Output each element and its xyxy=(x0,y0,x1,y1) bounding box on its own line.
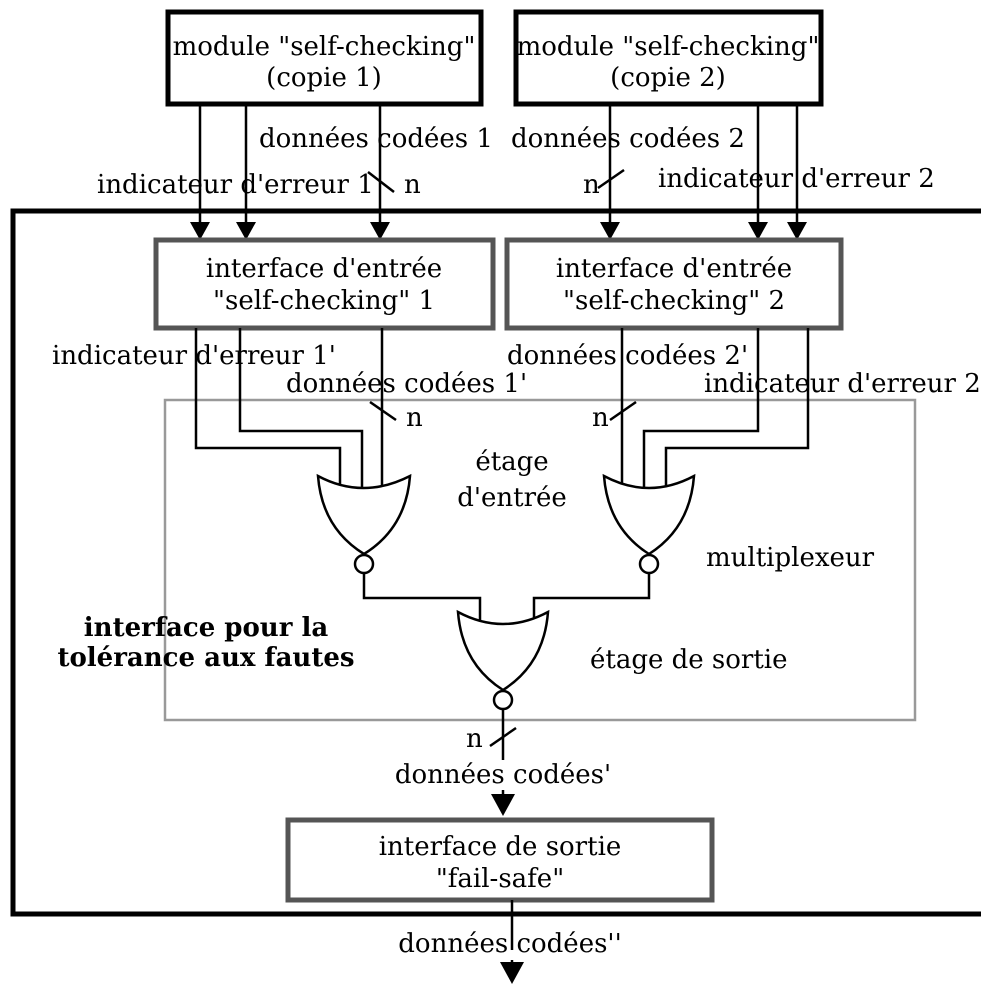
input-interface-1-subtitle: "self-checking" 1 xyxy=(213,286,435,316)
bus-slash xyxy=(609,400,637,422)
module-copy-1-subtitle: (copie 1) xyxy=(266,63,382,93)
input-stage-label-line2: d'entrée xyxy=(457,483,567,513)
bus-slash xyxy=(367,171,395,193)
module-copy-2-title: module "self-checking" xyxy=(517,32,820,62)
coded-data-1-label: données codées 1 xyxy=(259,124,493,154)
bus-width-label: n xyxy=(592,403,609,433)
input-interface-1: interface d'entrée "self-checking" 1 xyxy=(153,237,496,331)
output-stage-label: étage de sortie xyxy=(590,645,788,675)
arrow-head xyxy=(787,222,807,240)
arrow-head xyxy=(500,962,524,984)
bus-width-label: n xyxy=(466,724,483,754)
output-stage-wires xyxy=(362,573,651,628)
bus-width-label: n xyxy=(406,403,423,433)
coded-data-2-label: données codées 2 xyxy=(511,124,745,154)
input-stage-label-line1: étage xyxy=(475,447,548,477)
input-interface-2-title: interface d'entrée xyxy=(556,254,792,284)
final-output-wires xyxy=(500,900,524,984)
bus-width-label: n xyxy=(583,170,600,200)
error-indicator-1-label: indicateur d'erreur 1 xyxy=(97,170,374,200)
arrow-head xyxy=(491,794,515,816)
module-copy-2: module "self-checking" (copie 2) xyxy=(513,9,824,107)
coded-data-1p-label: données codées 1' xyxy=(286,369,527,399)
bus-width-label: n xyxy=(404,170,421,200)
module-output-wires xyxy=(190,104,807,240)
bus-slash xyxy=(597,168,625,190)
error-indicator-2-label: indicateur d'erreur 2 xyxy=(658,164,935,194)
arrow-head xyxy=(190,222,210,240)
multiplexer-region xyxy=(163,398,917,722)
arrow-head xyxy=(236,222,256,240)
coded-data-2p-label: données codées 2' xyxy=(507,341,748,371)
input-interface-1-title: interface d'entrée xyxy=(206,254,442,284)
fault-tolerance-label-line2: tolérance aux fautes xyxy=(57,643,354,673)
input-stage-gate-2 xyxy=(602,473,696,575)
output-interface-title: interface de sortie xyxy=(379,832,622,862)
system-frame xyxy=(10,208,981,917)
input-stage-gate-1 xyxy=(316,473,412,575)
multiplexer-label: multiplexeur xyxy=(706,543,875,573)
error-indicator-2p-label: indicateur d'erreur 2' xyxy=(704,369,981,399)
module-copy-2-subtitle: (copie 2) xyxy=(610,63,726,93)
arrow-head xyxy=(748,222,768,240)
arrow-head xyxy=(370,222,390,240)
module-copy-1: module "self-checking" (copie 1) xyxy=(165,9,484,107)
error-indicator-1p-label: indicateur d'erreur 1' xyxy=(52,341,336,371)
arrow-head xyxy=(600,222,620,240)
output-stage-gate xyxy=(456,609,550,711)
coded-data-out-label: données codées' xyxy=(395,760,611,790)
module-copy-1-title: module "self-checking" xyxy=(173,32,476,62)
input-stage-wires xyxy=(194,328,810,494)
bus-slash xyxy=(369,400,397,422)
output-interface-subtitle: "fail-safe" xyxy=(436,864,564,894)
output-interface: interface de sortie "fail-safe" xyxy=(285,817,715,903)
bus-slash xyxy=(489,726,517,748)
input-interface-2-subtitle: "self-checking" 2 xyxy=(563,286,785,316)
output-path-wires xyxy=(489,709,517,816)
input-interface-2: interface d'entrée "self-checking" 2 xyxy=(504,237,844,331)
fault-tolerance-label-line1: interface pour la xyxy=(84,613,329,643)
coded-data-final-label: données codées'' xyxy=(398,929,621,959)
